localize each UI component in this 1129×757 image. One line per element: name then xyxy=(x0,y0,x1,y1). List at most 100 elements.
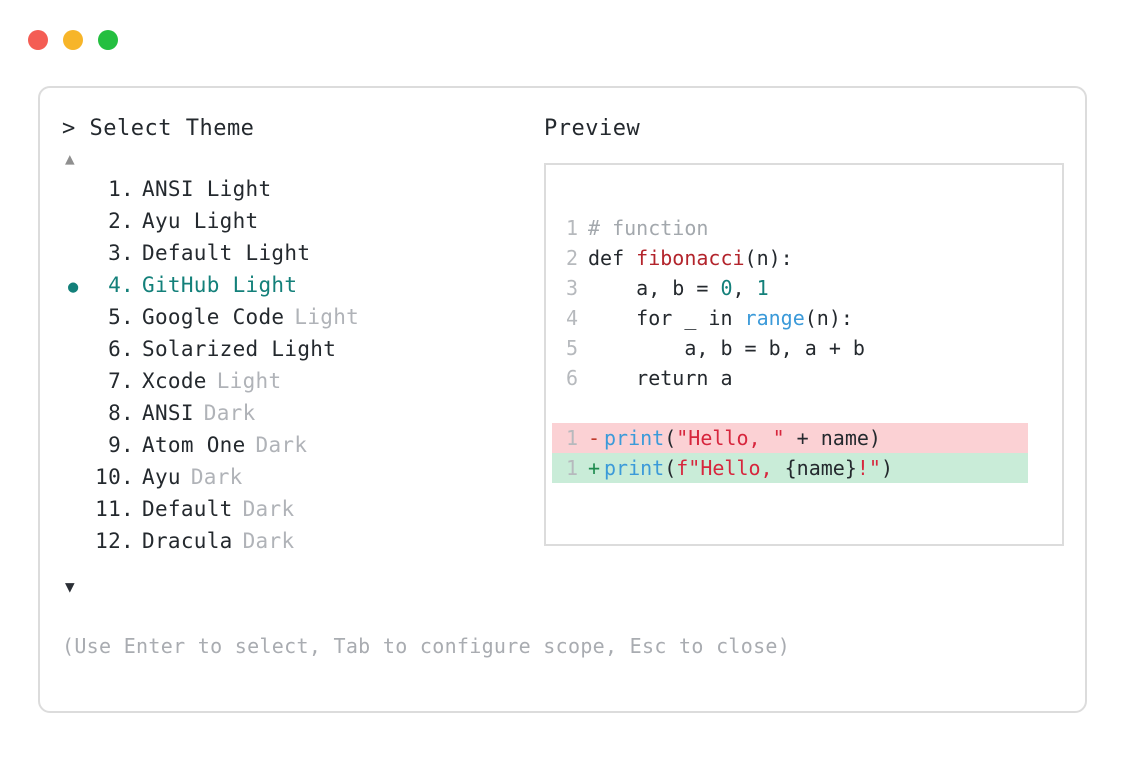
code-token: + name) xyxy=(784,426,881,450)
theme-item-index: 12. xyxy=(95,529,134,553)
code-token: # function xyxy=(588,216,709,240)
scroll-up-icon[interactable]: ▲ xyxy=(65,149,75,168)
theme-item-name: Dracula xyxy=(142,529,233,553)
code-sample: 1 # function 2 def fibonacci (n): 3 a, b = 0,… xyxy=(552,213,1056,483)
theme-item-index: 1. xyxy=(108,177,134,201)
index-spacer xyxy=(134,337,142,361)
theme-item-name: Default xyxy=(142,497,233,521)
theme-list-item[interactable]: 7. Xcode Light xyxy=(62,369,532,401)
diff-sign: - xyxy=(588,426,601,450)
page-title: > Select Theme xyxy=(62,116,255,141)
theme-item-name: ANSI xyxy=(142,401,194,425)
index-spacer xyxy=(134,305,142,329)
theme-list-item[interactable]: 12. Dracula Dark xyxy=(62,529,532,561)
code-line-text: # function xyxy=(588,213,708,243)
theme-item-name: Ayu xyxy=(142,465,181,489)
scroll-down-icon[interactable]: ▼ xyxy=(65,577,75,596)
theme-list-item[interactable]: 5. Google Code Light xyxy=(62,305,532,337)
theme-item-name: Xcode xyxy=(142,369,207,393)
preview-box: 1 # function 2 def fibonacci (n): 3 a, b = 0,… xyxy=(544,163,1064,546)
code-line-text: for _ in range(n): xyxy=(588,303,853,333)
code-token: ( xyxy=(664,456,677,480)
line-number: 2 xyxy=(565,246,578,270)
minimize-dot[interactable] xyxy=(63,30,83,50)
preview-pane: Preview 1 # function 2 def fibonacci (n): 3 a… xyxy=(544,116,1068,546)
line-number: 1 xyxy=(565,456,578,480)
theme-item-index: 3. xyxy=(108,241,134,265)
diff-sign: + xyxy=(588,456,601,480)
code-token: print xyxy=(604,456,665,480)
index-spacer xyxy=(134,209,142,233)
index-spacer xyxy=(134,497,142,521)
theme-item-index: 10. xyxy=(95,465,134,489)
theme-item-variant: Dark xyxy=(255,433,308,457)
theme-list-item[interactable]: ●4. GitHub Light xyxy=(62,273,532,305)
code-token: fibonacci xyxy=(636,246,745,270)
theme-item-variant: Light xyxy=(216,369,282,393)
code-token: 0 xyxy=(720,276,733,300)
code-token: for _ in xyxy=(588,306,745,330)
code-line: 5 a, b = b, a + b xyxy=(558,333,1056,363)
code-token: , xyxy=(732,276,757,300)
diff-added-line: 1+print(f"Hello, {name}!") xyxy=(552,453,1028,483)
close-dot[interactable] xyxy=(28,30,48,50)
theme-item-index: 6. xyxy=(108,337,134,361)
theme-list-item[interactable]: 2. Ayu Light xyxy=(62,209,532,241)
code-token: (n): xyxy=(804,306,853,330)
theme-item-index: 2. xyxy=(108,209,134,233)
code-line-text: a, b = b, a + b xyxy=(588,333,865,363)
line-number: 5 xyxy=(565,336,578,360)
code-line: 3 a, b = 0, 1 xyxy=(558,273,1056,303)
theme-item-name: Default Light xyxy=(142,241,311,265)
index-spacer xyxy=(134,241,142,265)
theme-list-item[interactable]: 3. Default Light xyxy=(62,241,532,273)
theme-list-item[interactable]: 1. ANSI Light xyxy=(62,177,532,209)
theme-item-name: Solarized Light xyxy=(142,337,337,361)
theme-item-name: ANSI Light xyxy=(142,177,272,201)
code-line-text: a, b = 0, 1 xyxy=(588,273,768,303)
theme-item-variant: Dark xyxy=(203,401,256,425)
code-token: "Hello, " xyxy=(676,426,785,450)
index-spacer xyxy=(134,369,142,393)
code-line-text: print("Hello, " + name) xyxy=(604,423,881,453)
line-number: 4 xyxy=(565,306,578,330)
line-number: 1 xyxy=(565,216,578,240)
window-controls xyxy=(28,30,118,50)
theme-item-name: Ayu Light xyxy=(142,209,259,233)
theme-item-name: GitHub Light xyxy=(142,273,298,297)
code-token: range xyxy=(744,306,805,330)
theme-item-name: Google Code xyxy=(142,305,285,329)
code-line: 6 return a xyxy=(558,363,1056,393)
theme-item-index: 11. xyxy=(95,497,134,521)
index-spacer xyxy=(134,401,142,425)
theme-item-index: 7. xyxy=(108,369,134,393)
code-token: print xyxy=(604,426,665,450)
preview-title: Preview xyxy=(544,116,641,141)
code-line-text: return a xyxy=(588,363,733,393)
theme-list-item[interactable]: 6. Solarized Light xyxy=(62,337,532,369)
line-number: 6 xyxy=(565,366,578,390)
theme-item-name: Atom One xyxy=(142,433,246,457)
code-token: a, b = b, a + b xyxy=(588,336,865,360)
code-token: a, b = xyxy=(588,276,721,300)
code-token: f"Hello, xyxy=(676,456,785,480)
index-spacer xyxy=(134,433,142,457)
index-spacer xyxy=(134,177,142,201)
theme-item-variant: Dark xyxy=(242,529,295,553)
code-line: 1 # function xyxy=(558,213,1056,243)
maximize-dot[interactable] xyxy=(98,30,118,50)
code-token: return a xyxy=(588,366,733,390)
code-token: ( xyxy=(664,426,677,450)
theme-item-index: 5. xyxy=(108,305,134,329)
index-spacer xyxy=(134,529,142,553)
theme-item-variant: Light xyxy=(294,305,360,329)
index-spacer xyxy=(134,273,142,297)
code-token: def xyxy=(588,246,637,270)
